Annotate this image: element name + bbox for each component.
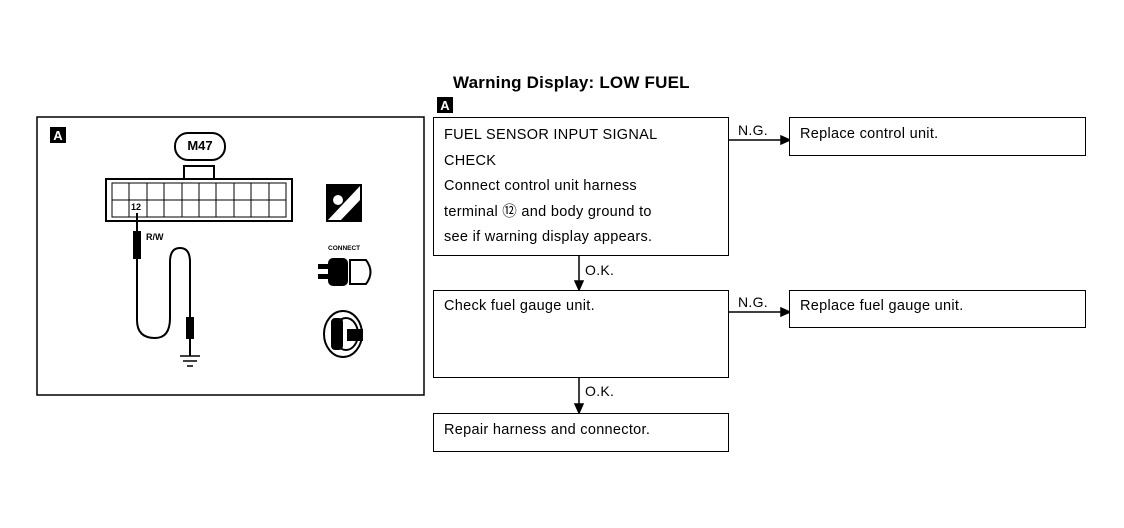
step2-text: Check fuel gauge unit. — [444, 298, 595, 314]
ng2-label: N.G. — [738, 294, 768, 310]
step1-heading-line2: CHECK — [444, 152, 497, 169]
ignition-key-on-icon — [323, 310, 363, 358]
test-lead — [133, 213, 194, 356]
flow-connectors — [573, 134, 792, 415]
step1-line5: see if warning display appears. — [444, 229, 653, 245]
step1-line4: terminal ⑫ and body ground to — [444, 203, 652, 220]
ground-symbol — [180, 355, 200, 367]
ng1-action-text: Replace control unit. — [800, 126, 939, 142]
terminal-number: 12 — [131, 202, 142, 212]
ok2-label: O.K. — [585, 383, 615, 399]
connector-latch — [183, 165, 215, 180]
step1-heading-line1: FUEL SENSOR INPUT SIGNAL — [444, 127, 658, 143]
harness-test-icon — [326, 184, 362, 222]
page-title: Warning Display: LOW FUEL — [453, 73, 690, 92]
ok1-label: O.K. — [585, 262, 615, 278]
ng1-action-box: Replace control unit. — [789, 117, 1086, 156]
flow-tag: A — [437, 97, 453, 113]
panel-frame — [36, 116, 425, 396]
wire-color-label: R/W — [146, 232, 164, 242]
connector-cavity-lines — [112, 183, 286, 217]
connector-id-label: M47 — [187, 138, 213, 153]
step3-box: Repair harness and connector. — [433, 413, 729, 452]
panel-tag: A — [50, 127, 66, 143]
connect-icon-label: CONNECT — [328, 245, 361, 252]
connector-id-bubble — [174, 132, 226, 161]
ng1-label: N.G. — [738, 122, 768, 138]
ng2-action-text: Replace fuel gauge unit. — [800, 298, 964, 314]
connect-icon — [318, 258, 372, 286]
step3-text: Repair harness and connector. — [444, 422, 651, 438]
step1-line3: Connect control unit harness — [444, 178, 637, 194]
ng2-action-box: Replace fuel gauge unit. — [789, 290, 1086, 328]
step1-box: FUEL SENSOR INPUT SIGNAL CHECK Connect c… — [433, 117, 729, 256]
step2-box: Check fuel gauge unit. — [433, 290, 729, 378]
